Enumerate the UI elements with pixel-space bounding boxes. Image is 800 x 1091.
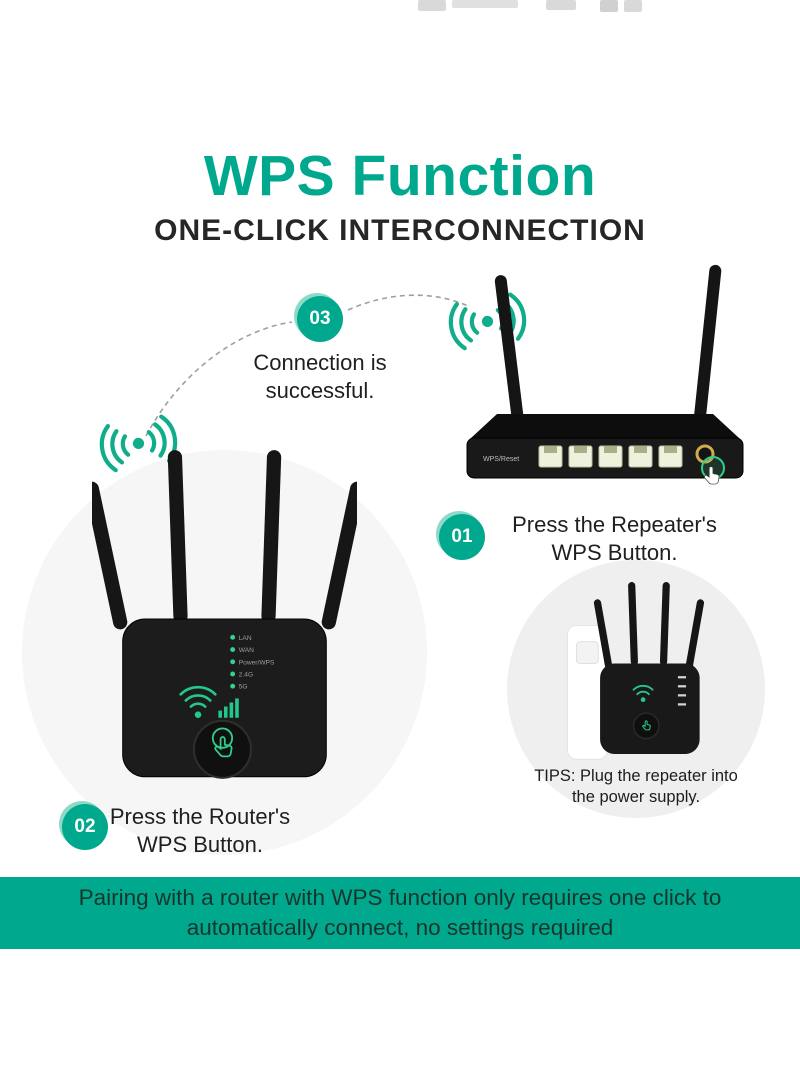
banner-line: automatically connect, no settings requi… xyxy=(186,915,614,940)
wifi-dot xyxy=(132,437,145,450)
repeater-antenna-inner-left xyxy=(167,450,188,624)
router-port-label: WPS/Reset xyxy=(483,456,519,463)
repeater-antenna-outer-right xyxy=(321,481,357,630)
step-2-caption: Press the Router's WPS Button. xyxy=(95,803,305,859)
caption-line: successful. xyxy=(265,378,375,403)
page-subtitle: ONE-CLICK INTERCONNECTION xyxy=(154,214,646,247)
step-number: 03 xyxy=(309,308,331,329)
router-image: WPS/Reset xyxy=(455,262,755,497)
power-outlet xyxy=(576,641,599,664)
plug-antenna xyxy=(685,599,705,669)
led-label: 2.4G xyxy=(239,672,253,679)
step-number: 02 xyxy=(74,816,96,837)
bottom-banner: Pairing with a router with WPS function … xyxy=(0,877,800,949)
plug-antenna xyxy=(593,599,613,669)
router-antenna-left xyxy=(494,275,525,430)
repeater-wps-button xyxy=(192,719,252,779)
banner-line: Pairing with a router with WPS function … xyxy=(78,885,722,910)
router-lan-ports xyxy=(538,445,683,468)
step-1-caption: Press the Repeater's WPS Button. xyxy=(492,511,737,567)
plug-repeater-body xyxy=(600,663,700,754)
caption-line: the power supply. xyxy=(571,788,701,806)
step-badge-2: 02 xyxy=(62,804,108,850)
artifact-shape xyxy=(624,0,642,12)
repeater-antenna-inner-right xyxy=(261,450,282,624)
plug-wifi-indicator xyxy=(632,684,654,703)
plug-antenna xyxy=(628,582,638,666)
artifact-shape xyxy=(600,0,618,12)
led-label: Power/WPS xyxy=(239,659,275,666)
repeater-antenna-outer-left xyxy=(92,481,128,630)
led-label: 5G xyxy=(239,684,248,691)
repeater-plug-scene xyxy=(553,582,725,763)
router-antenna-right xyxy=(693,264,722,427)
caption-line: TIPS: Plug the repeater into xyxy=(534,767,738,785)
wifi-dot xyxy=(481,315,494,328)
repeater-image: LAN WAN Power/WPS 2.4G 5G xyxy=(92,448,357,789)
plug-led-dashes xyxy=(677,676,687,706)
artifact-shape xyxy=(418,0,446,11)
tap-hand-icon xyxy=(701,456,725,485)
caption-line: Connection is xyxy=(253,350,387,375)
repeater-wifi-indicator xyxy=(179,685,217,718)
step-number: 01 xyxy=(451,526,473,547)
caption-line: Press the Router's xyxy=(109,804,291,829)
tips-caption: TIPS: Plug the repeater into the power s… xyxy=(500,766,772,808)
artifact-shape xyxy=(452,0,518,8)
router-body-top xyxy=(471,414,739,438)
step-3-caption: Connection is successful. xyxy=(210,349,430,405)
caption-line: Press the Repeater's xyxy=(512,512,717,537)
led-label: LAN xyxy=(239,635,252,642)
repeater-led-panel: LAN WAN Power/WPS 2.4G 5G xyxy=(230,635,275,691)
led-label: WAN xyxy=(239,647,254,654)
tap-hand-icon xyxy=(211,727,234,758)
caption-line: WPS Button. xyxy=(137,832,263,857)
artifact-shape xyxy=(546,0,576,10)
page-title: WPS Function xyxy=(203,144,597,208)
plug-wps-button xyxy=(632,712,660,740)
plug-antenna xyxy=(659,582,670,666)
step-badge-3: 03 xyxy=(297,296,343,342)
step-badge-1: 01 xyxy=(439,514,485,560)
repeater-signal-bars xyxy=(218,698,239,718)
